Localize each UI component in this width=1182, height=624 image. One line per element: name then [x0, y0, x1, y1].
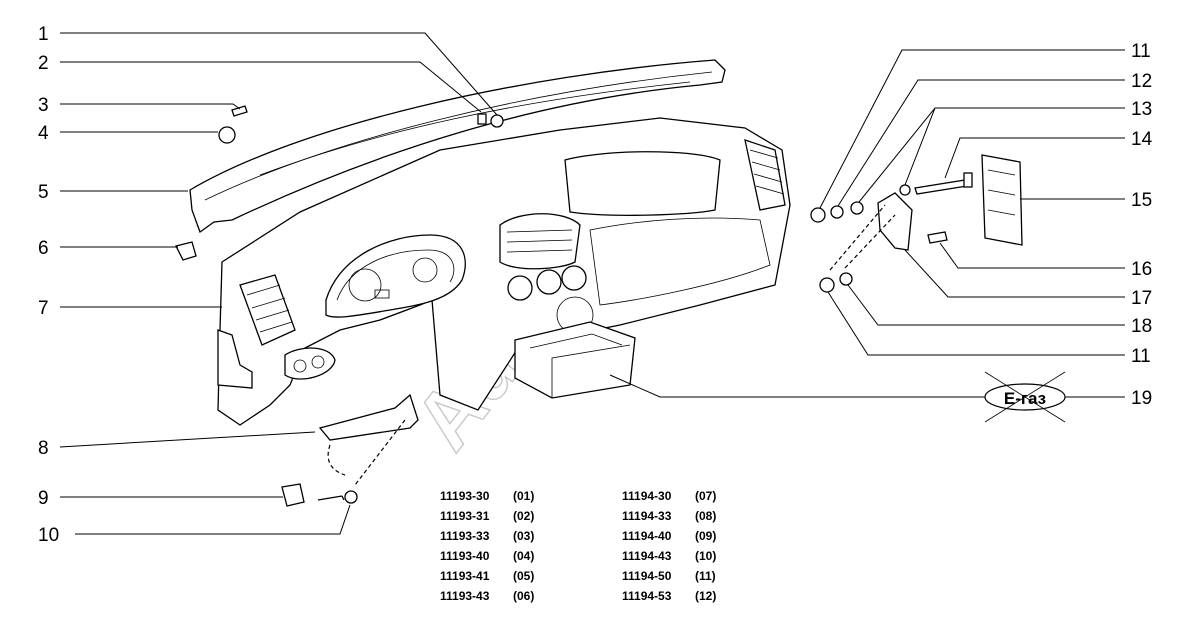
callout-18: 18 — [1131, 316, 1152, 337]
ref-col1-3: (04) — [513, 549, 534, 563]
ref-col2-4: (11) — [695, 569, 716, 583]
ref-col2-0: (07) — [695, 489, 716, 503]
codes-column-2: 11194-30 (07) 11194-33 (08) 11194-40 (09… — [622, 489, 716, 603]
callout-3: 3 — [38, 95, 49, 116]
egas-badge: E-газ — [984, 371, 1066, 423]
callout-8: 8 — [38, 438, 49, 459]
egas-label: E-газ — [1004, 389, 1046, 408]
code-col2-4: 11194-50 — [622, 569, 672, 583]
callout-11: 11 — [1131, 41, 1151, 62]
code-col2-2: 11194-40 — [622, 529, 672, 543]
callout-10: 10 — [38, 525, 59, 546]
mount-bracket — [877, 192, 913, 251]
ref-col2-5: (12) — [695, 589, 716, 603]
ref-col2-1: (08) — [695, 509, 716, 523]
ref-col1-2: (03) — [513, 529, 534, 543]
code-col2-0: 11194-30 — [622, 489, 672, 503]
code-col1-0: 11193-30 — [440, 489, 490, 503]
code-col1-4: 11193-41 — [440, 569, 490, 583]
callouts-left: 1 2 3 4 5 6 7 8 9 10 — [38, 24, 59, 546]
callout-2: 2 — [38, 53, 49, 74]
callout-15: 15 — [1131, 190, 1152, 211]
callout-19: 19 — [1131, 388, 1152, 409]
ref-col2-2: (09) — [695, 529, 716, 543]
callout-12: 12 — [1131, 71, 1152, 92]
ref-col1-4: (05) — [513, 569, 534, 583]
dashboard-panel — [189, 59, 791, 426]
ref-col1-5: (06) — [513, 589, 534, 603]
ref-col2-3: (10) — [695, 549, 716, 563]
callouts-right: 11 12 13 14 15 16 17 18 11 19 — [1131, 41, 1153, 409]
left-vent — [239, 274, 296, 346]
ref-col1-0: (01) — [513, 489, 534, 503]
code-col2-1: 11194-33 — [622, 509, 672, 523]
code-col1-2: 11193-33 — [440, 529, 490, 543]
callout-9: 9 — [38, 488, 49, 509]
callout-13: 13 — [1131, 99, 1152, 120]
codes-column-1: 11193-30 (01) 11193-31 (02) 11193-33 (03… — [440, 489, 534, 603]
top-shroud — [189, 59, 726, 234]
callout-7: 7 — [38, 298, 49, 319]
small-parts-left — [175, 105, 504, 507]
storage-pocket — [514, 321, 636, 399]
callout-5: 5 — [38, 182, 49, 203]
callout-14: 14 — [1131, 129, 1153, 150]
side-cover-plate — [981, 154, 1023, 246]
glovebox-recess — [564, 151, 721, 216]
gauge-cluster — [325, 234, 466, 318]
leader-lines-right — [609, 49, 1125, 398]
callout-11b: 11 — [1131, 346, 1151, 367]
code-col1-3: 11193-40 — [440, 549, 490, 563]
callout-1: 1 — [38, 24, 49, 45]
code-col2-3: 11194-43 — [622, 549, 672, 563]
code-col1-1: 11193-31 — [440, 509, 490, 523]
callout-6: 6 — [38, 238, 49, 259]
code-col2-5: 11194-53 — [622, 589, 672, 603]
leader-lines-left — [59, 32, 498, 535]
callout-16: 16 — [1131, 259, 1152, 280]
ref-col1-1: (02) — [513, 509, 534, 523]
callout-4: 4 — [38, 123, 49, 144]
callout-17: 17 — [1131, 288, 1152, 309]
small-parts-right — [810, 154, 1023, 293]
code-col1-5: 11193-43 — [440, 589, 490, 603]
glovebox-bracket — [318, 393, 419, 441]
